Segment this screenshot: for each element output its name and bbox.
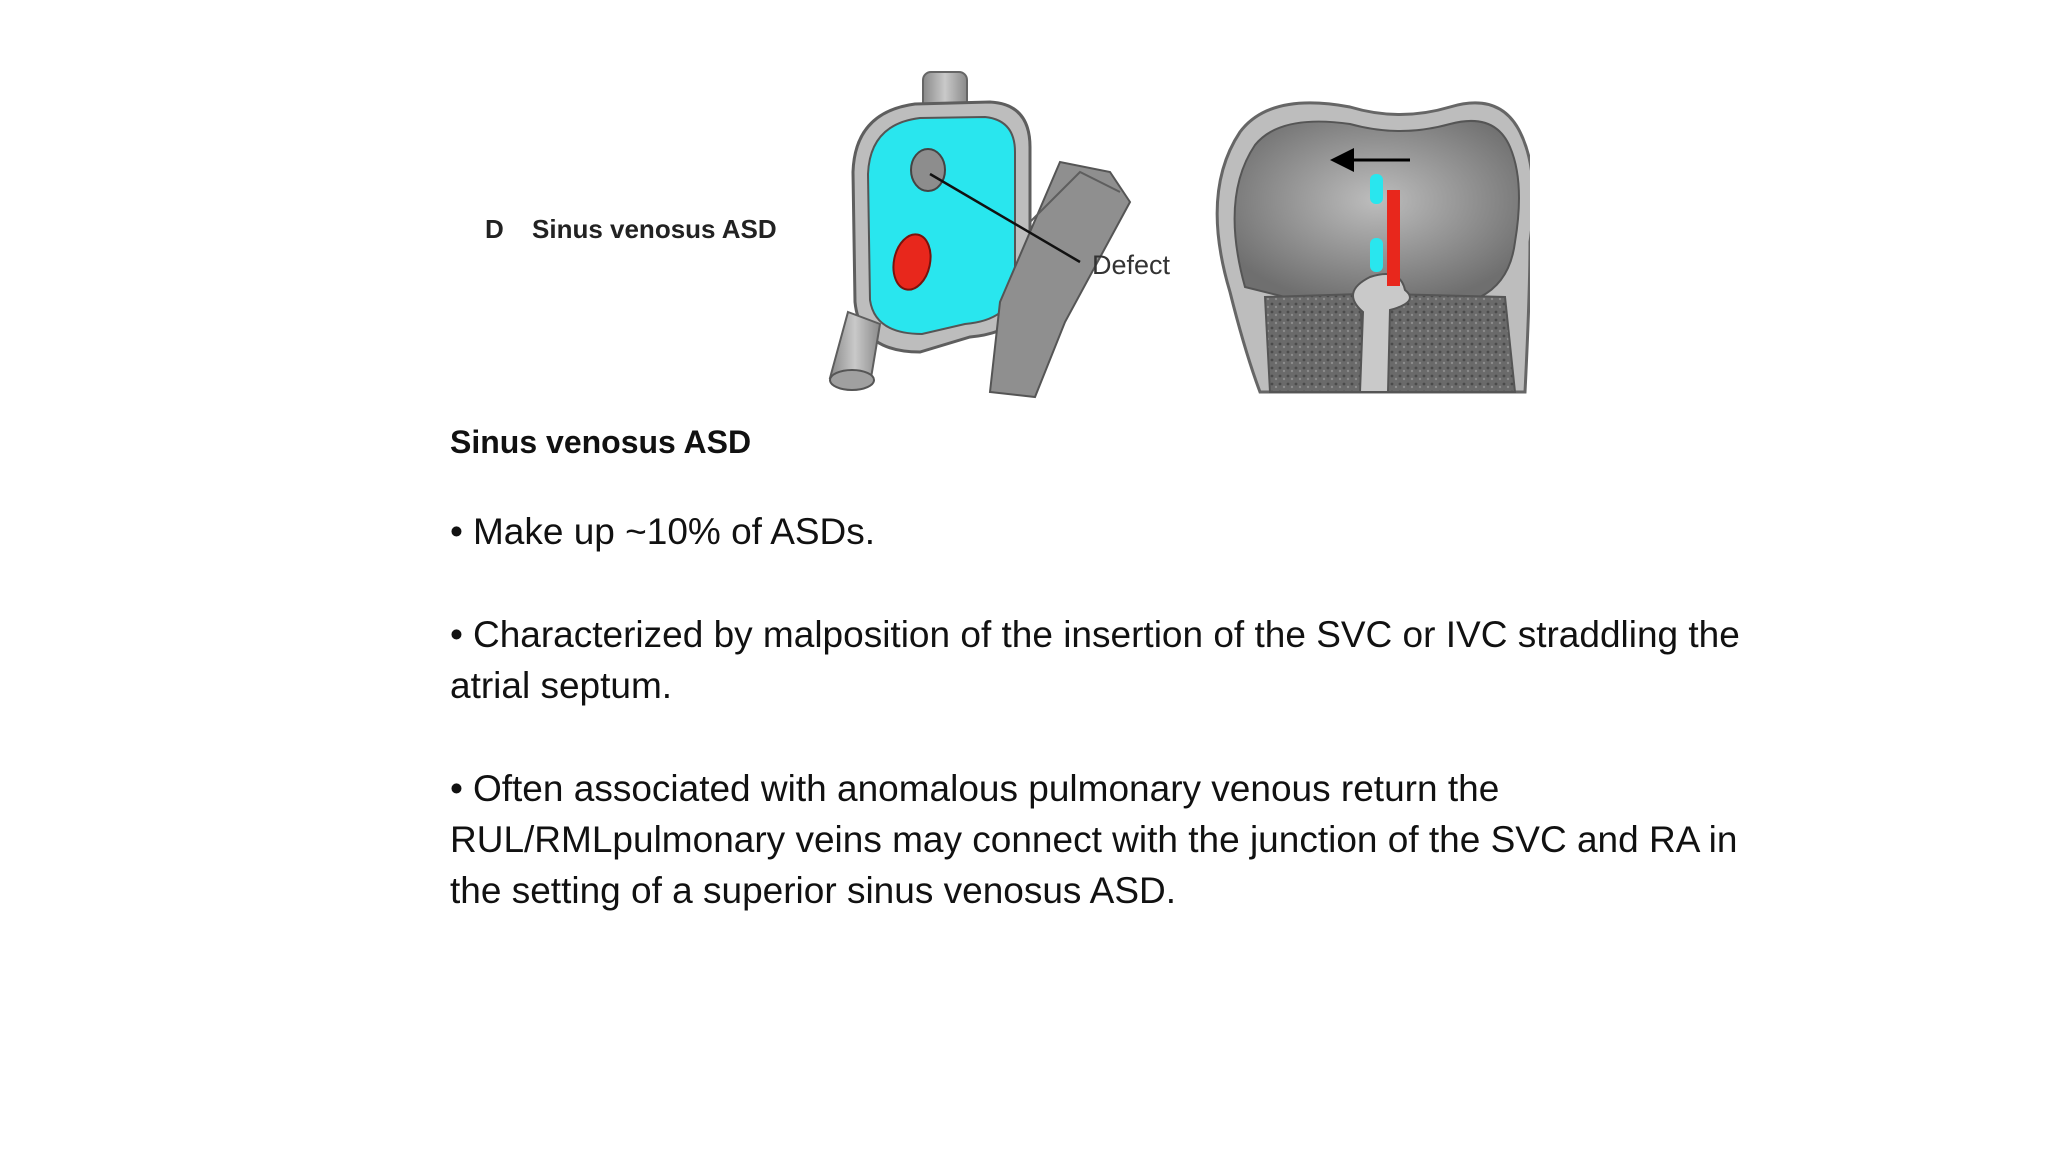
bullet-text: Characterized by malposition of the inse… (450, 614, 1740, 706)
figure-title: Sinus venosus ASD (532, 214, 777, 244)
left-heart-diagram (828, 71, 1132, 399)
bullet-item: •Often associated with anomalous pulmona… (450, 763, 1750, 916)
bullet-item: •Characterized by malposition of the ins… (450, 609, 1750, 711)
bullet-marker: • (450, 511, 463, 552)
bullet-marker: • (450, 614, 463, 655)
bullet-text: Often associated with anomalous pulmonar… (450, 768, 1738, 911)
sinus-venosus-asd-illustration: D Sinus venosus ASD (470, 62, 1530, 412)
illustration-svg: D Sinus venosus ASD (485, 71, 1530, 399)
defect-label: Defect (1092, 250, 1171, 280)
right-heart-diagram (1215, 101, 1530, 394)
bullet-item: •Make up ~10% of ASDs. (450, 506, 1750, 557)
bullet-text: Make up ~10% of ASDs. (472, 511, 876, 552)
bullet-marker: • (450, 768, 463, 809)
figure-letter: D (485, 214, 504, 244)
slide-text-block: Sinus venosus ASD •Make up ~10% of ASDs.… (450, 418, 1750, 968)
slide-heading: Sinus venosus ASD (450, 424, 752, 460)
